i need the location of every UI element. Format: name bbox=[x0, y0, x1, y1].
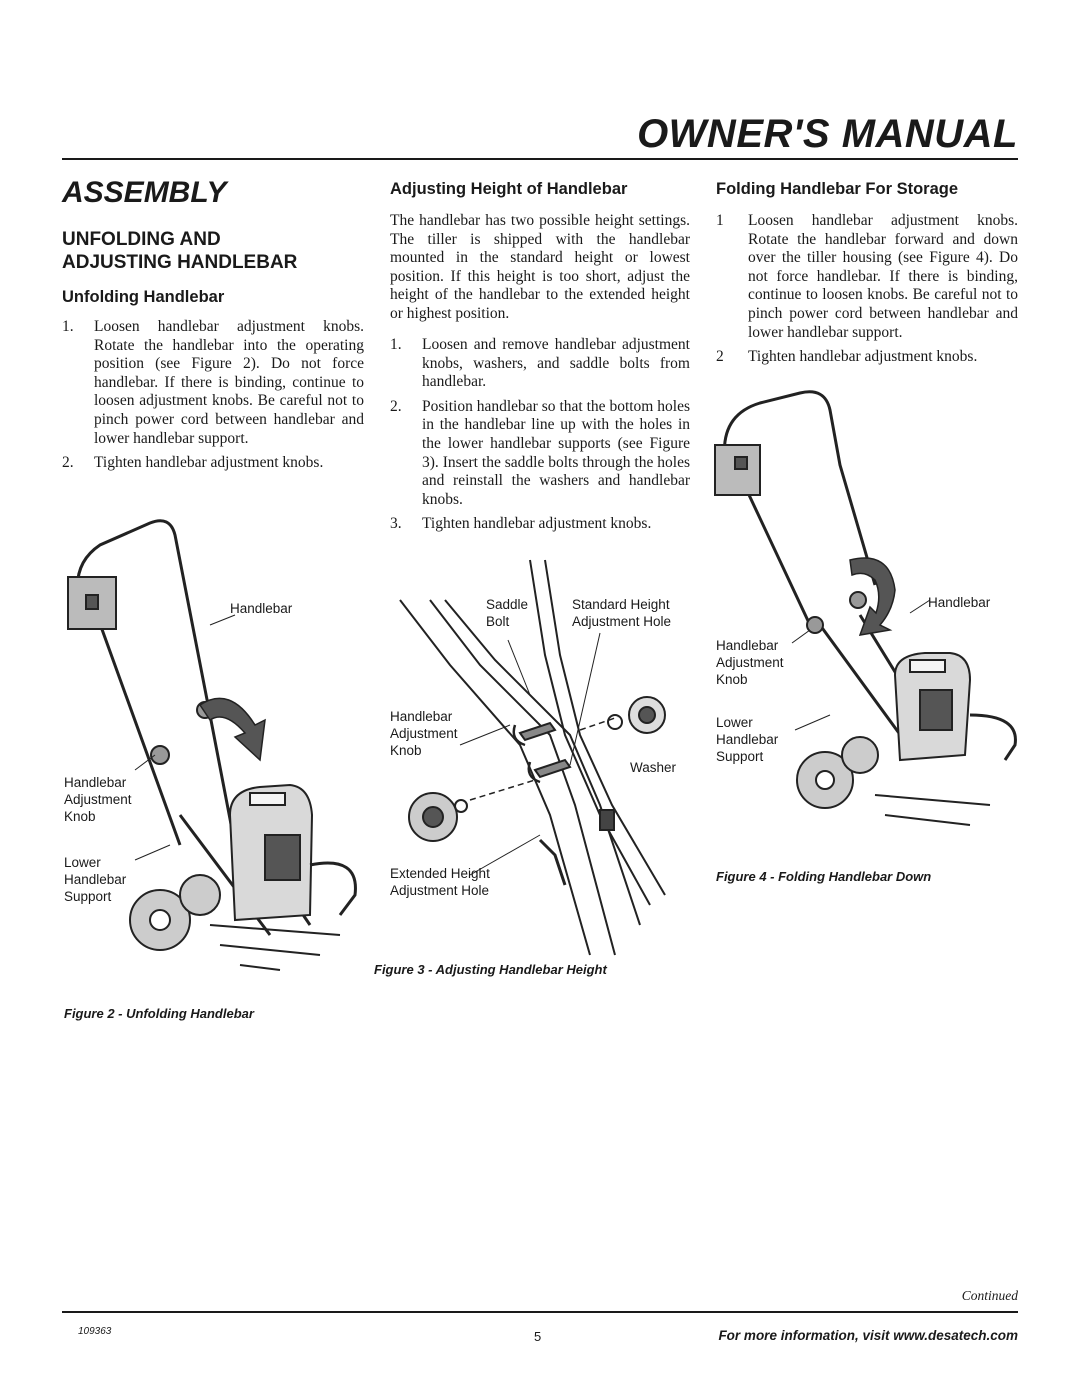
list-item: 1. Loosen handlebar adjustment knobs. Rot… bbox=[62, 318, 364, 448]
figure-4-caption: Figure 4 - Folding Handlebar Down bbox=[716, 869, 932, 884]
step-text: Tighten handlebar adjustment knobs. bbox=[94, 454, 324, 472]
fig3-label-standard-hole: Standard Height Adjustment Hole bbox=[572, 597, 672, 629]
list-item: 3. Tighten handlebar adjustment knobs. bbox=[390, 515, 690, 534]
adjusting-heading: Adjusting Height of Handlebar bbox=[390, 180, 628, 198]
step-text: Tighten handlebar adjustment knobs. bbox=[422, 515, 652, 533]
fig2-label-knob: Handlebar Adjustment Knob bbox=[64, 775, 132, 824]
list-item: 1. Loosen and remove handlebar adjustment… bbox=[390, 336, 690, 392]
step-number: 1. bbox=[62, 318, 74, 335]
step-text: Tighten handlebar adjustment knobs. bbox=[748, 348, 978, 366]
subsection-title: UNFOLDING AND ADJUSTING HANDLEBAR bbox=[62, 229, 298, 273]
section-title: ASSEMBLY bbox=[62, 176, 227, 209]
figure-3-caption: Figure 3 - Adjusting Handlebar Height bbox=[374, 962, 607, 977]
footer-info-text: For more information, visit www.desatech… bbox=[718, 1328, 1018, 1343]
header-rule bbox=[62, 158, 1018, 160]
fig4-label-support: Lower Handlebar Support bbox=[716, 715, 779, 764]
doc-number: 109363 bbox=[78, 1326, 112, 1337]
unfolding-steps: 1. Loosen handlebar adjustment knobs. Rot… bbox=[62, 318, 364, 479]
figure-2-caption: Figure 2 - Unfolding Handlebar bbox=[64, 1006, 254, 1021]
manual-title: OWNER'S MANUAL bbox=[637, 112, 1018, 156]
fig3-label-extended-hole: Extended Height Adjustment Hole bbox=[390, 866, 490, 898]
folding-heading: Folding Handlebar For Storage bbox=[716, 180, 959, 198]
fig2-label-handlebar: Handlebar bbox=[230, 601, 293, 616]
list-item: 2 Tighten handlebar adjustment knobs. bbox=[716, 348, 1018, 367]
fig4-label-knob: Handlebar Adjustment Knob bbox=[716, 638, 784, 687]
step-number: 2. bbox=[390, 397, 402, 415]
step-text: Loosen handlebar adjustment knobs. Rotat… bbox=[748, 212, 1018, 341]
continued-label: Continued bbox=[961, 1288, 1018, 1303]
fig2-label-support: Lower Handlebar Support bbox=[64, 855, 127, 904]
step-text: Loosen and remove handlebar adjustment k… bbox=[422, 336, 690, 391]
fig3-label-saddle-bolt: Saddle Bolt bbox=[486, 597, 529, 629]
figure-4-tiller-illustration bbox=[714, 390, 1017, 826]
adjusting-intro: The handlebar has two possible height se… bbox=[390, 212, 690, 322]
footer-rule bbox=[62, 1311, 1018, 1313]
adjusting-steps: 1. Loosen and remove handlebar adjustment… bbox=[390, 336, 690, 540]
figure-2-tiller-illustration bbox=[67, 519, 357, 971]
step-number: 1 bbox=[716, 212, 724, 229]
fig3-label-washer: Washer bbox=[630, 760, 677, 775]
step-number: 3. bbox=[390, 515, 402, 533]
list-item: 1 Loosen handlebar adjustment knobs. Rota… bbox=[716, 212, 1018, 342]
page-number: 5 bbox=[534, 1329, 542, 1344]
step-text: Position handlebar so that the bottom ho… bbox=[422, 397, 690, 508]
fig3-label-knob: Handlebar Adjustment Knob bbox=[390, 709, 458, 758]
fig4-label-handlebar: Handlebar bbox=[928, 595, 991, 610]
list-item: 2. Tighten handlebar adjustment knobs. bbox=[62, 454, 364, 473]
step-number: 1. bbox=[390, 336, 402, 353]
folding-steps: 1 Loosen handlebar adjustment knobs. Rota… bbox=[716, 212, 1018, 373]
step-number: 2 bbox=[716, 348, 724, 366]
step-text: Loosen handlebar adjustment knobs. Rotat… bbox=[94, 318, 364, 447]
step-number: 2. bbox=[62, 454, 74, 472]
list-item: 2. Position handlebar so that the bottom … bbox=[390, 398, 690, 510]
unfolding-heading: Unfolding Handlebar bbox=[62, 288, 225, 306]
figure-3-bolt-illustration bbox=[399, 559, 666, 956]
